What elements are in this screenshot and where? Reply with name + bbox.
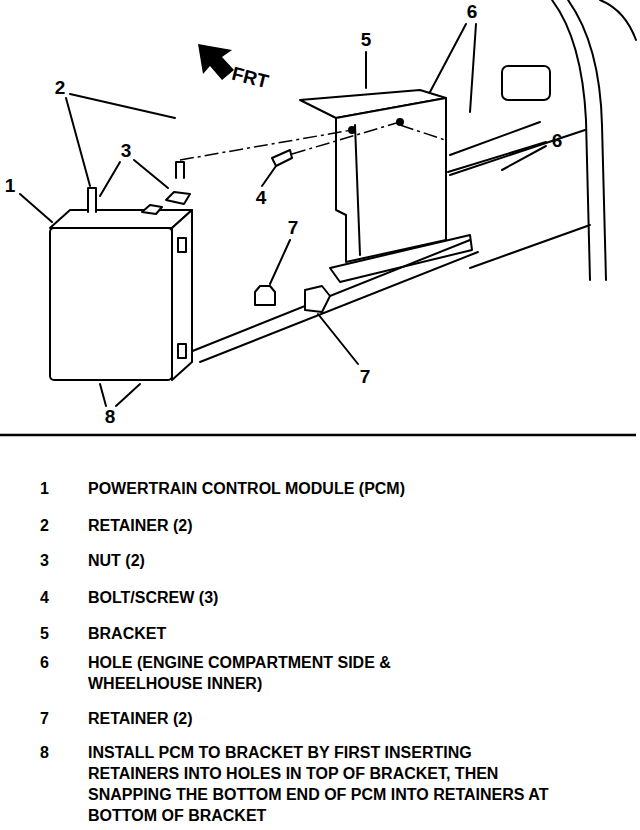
retainer-stud bbox=[176, 162, 184, 178]
callout-number: 8 bbox=[105, 406, 116, 428]
leader-line bbox=[430, 24, 466, 92]
legend-number: 6 bbox=[40, 652, 49, 673]
leader-line bbox=[502, 146, 546, 170]
leader-line bbox=[20, 194, 52, 222]
bracket-plate bbox=[336, 98, 446, 262]
nut bbox=[142, 205, 162, 214]
legend-text: RETAINER (2) bbox=[88, 708, 608, 729]
bracket-edge bbox=[355, 125, 360, 255]
leader-line bbox=[100, 384, 106, 406]
callout-number: 4 bbox=[256, 187, 267, 209]
legend-number: 4 bbox=[40, 587, 49, 608]
callout-number: 6 bbox=[467, 1, 478, 23]
front-arrow bbox=[198, 44, 234, 80]
retainer bbox=[305, 286, 330, 312]
leader-line bbox=[448, 142, 546, 172]
body-line bbox=[470, 225, 590, 268]
leader-line bbox=[365, 52, 367, 88]
leader-line bbox=[470, 24, 476, 112]
legend-text: POWERTRAIN CONTROL MODULE (PCM) bbox=[88, 478, 608, 499]
body-line bbox=[552, 0, 590, 280]
legend-text: BOLT/SCREW (3) bbox=[88, 587, 608, 608]
body-panel bbox=[502, 66, 550, 100]
leader-line bbox=[66, 98, 90, 186]
legend-number: 2 bbox=[40, 515, 49, 536]
pcm-tab bbox=[178, 344, 186, 358]
pcm-tab bbox=[178, 238, 186, 252]
legend-number: 3 bbox=[40, 550, 49, 571]
leader-line bbox=[134, 160, 168, 188]
callout-number: 2 bbox=[55, 77, 66, 99]
rail bbox=[190, 240, 470, 352]
callout-number: 5 bbox=[361, 29, 372, 51]
retainer bbox=[255, 286, 275, 305]
divider-rule bbox=[0, 434, 636, 437]
pcm-side bbox=[172, 210, 192, 380]
direction-label: FRT bbox=[229, 63, 270, 93]
nut bbox=[166, 192, 190, 204]
body-line bbox=[568, 0, 606, 280]
callout-number: 1 bbox=[5, 175, 16, 197]
legend-text: HOLE (ENGINE COMPARTMENT SIDE & WHEELHOU… bbox=[88, 652, 508, 694]
bolt bbox=[272, 150, 292, 166]
legend-text: RETAINER (2) bbox=[88, 515, 608, 536]
leader-line bbox=[262, 166, 276, 186]
legend-text: BRACKET bbox=[88, 623, 608, 644]
callout-number: 7 bbox=[360, 366, 371, 388]
legend-text: NUT (2) bbox=[88, 550, 608, 571]
body-line bbox=[600, 0, 636, 40]
retainer-stud bbox=[88, 188, 96, 212]
pcm-front bbox=[50, 228, 172, 380]
body-line bbox=[450, 130, 585, 175]
callout-number: 6 bbox=[552, 130, 563, 152]
hole bbox=[349, 127, 355, 133]
rail bbox=[200, 252, 478, 362]
legend-number: 8 bbox=[40, 742, 49, 763]
body-line bbox=[450, 122, 540, 155]
leader-line bbox=[116, 384, 140, 406]
leader-line bbox=[318, 314, 358, 364]
pcm-top bbox=[50, 210, 192, 228]
callout-number: 7 bbox=[288, 217, 299, 239]
alignment-line bbox=[400, 125, 445, 140]
leader-line bbox=[270, 240, 290, 284]
legend-number: 5 bbox=[40, 623, 49, 644]
bracket-foot bbox=[330, 235, 472, 282]
callout-number: 3 bbox=[121, 140, 132, 162]
legend-number: 7 bbox=[40, 708, 49, 729]
leader-line bbox=[100, 162, 120, 196]
legend-text: INSTALL PCM TO BRACKET BY FIRST INSERTIN… bbox=[88, 742, 558, 826]
leader-line bbox=[70, 94, 175, 118]
alignment-line bbox=[292, 122, 400, 154]
legend-number: 1 bbox=[40, 478, 49, 499]
alignment-line bbox=[180, 130, 352, 160]
